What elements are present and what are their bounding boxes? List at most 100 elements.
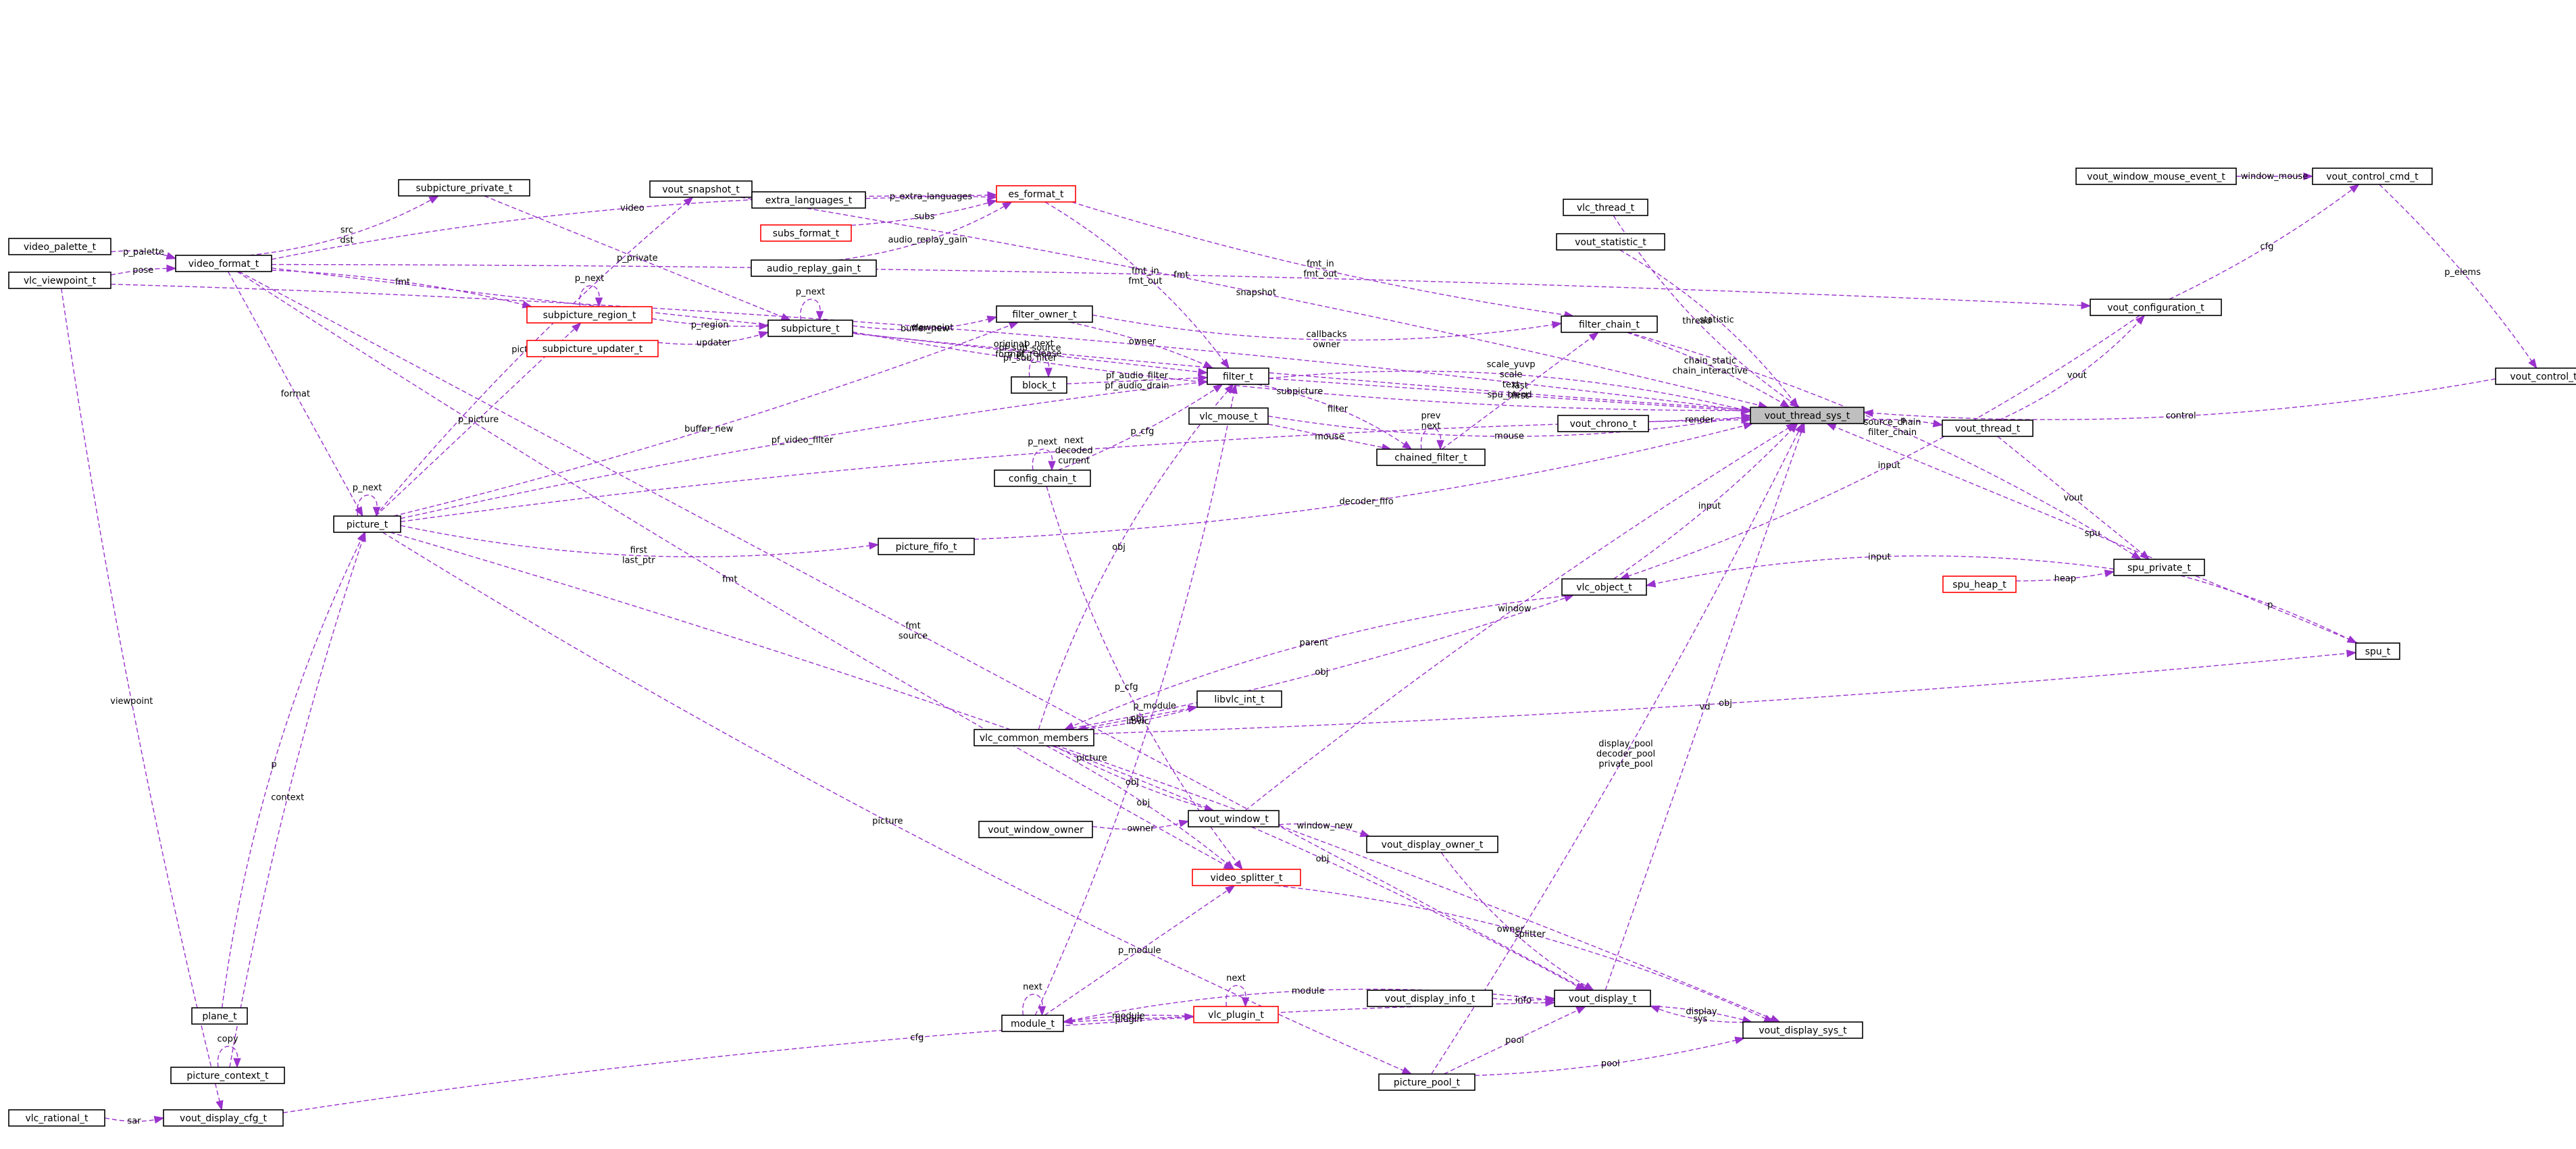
edge-line — [800, 299, 821, 321]
edge-subpicture-updater-t-to-subpicture-t — [657, 331, 769, 345]
node-vout-chrono-t[interactable]: vout_chrono_t — [1557, 415, 1649, 432]
node-video-format-t[interactable]: video_format_t — [175, 255, 272, 272]
node-spu-t[interactable]: spu_t — [2355, 642, 2400, 660]
edge-line — [2169, 188, 2353, 300]
node-filter-owner-t[interactable]: filter_owner_t — [996, 305, 1093, 323]
node-vout-snapshot-t[interactable]: vout_snapshot_t — [649, 180, 753, 198]
node-filter-t[interactable]: filter_t — [1207, 367, 1269, 385]
node-video-splitter-t[interactable]: video_splitter_t — [1192, 869, 1301, 886]
node-vout-configuration-t[interactable]: vout_configuration_t — [2090, 299, 2222, 316]
node-vout-statistic-t[interactable]: vout_statistic_t — [1556, 233, 1665, 251]
edge-line — [282, 1002, 1547, 1113]
edge-label: display — [1686, 1006, 1717, 1017]
edge-label: splitter — [1515, 929, 1546, 940]
node-label: plane_t — [202, 1011, 237, 1022]
edge-label: statistic — [1700, 315, 1734, 325]
node-vout-window-owner[interactable]: vout_window_owner — [978, 821, 1093, 838]
edge-label: format — [281, 389, 310, 399]
edge-label: p_next — [796, 287, 826, 297]
edge-filter-chain-t-to-spu-private-t — [1627, 332, 2142, 560]
node-vlc-rational-t[interactable]: vlc_rational_t — [8, 1109, 105, 1127]
node-label: filter_chain_t — [1579, 320, 1640, 330]
node-label: subpicture_private_t — [416, 183, 513, 194]
node-picture-pool-t[interactable]: picture_pool_t — [1378, 1073, 1475, 1091]
edge-line — [1064, 597, 1567, 730]
edge-vout-window-owner-to-vout-window-t — [1092, 819, 1190, 830]
node-vout-control-t[interactable]: vout_control_t — [2495, 367, 2576, 385]
node-video-palette-t[interactable]: video_palette_t — [8, 238, 111, 255]
node-spu-private-t[interactable]: spu_private_t — [2113, 559, 2205, 576]
edge-line — [657, 334, 761, 345]
node-vout-display-t[interactable]: vout_display_t — [1554, 990, 1651, 1007]
node-vlc-object-t[interactable]: vlc_object_t — [1561, 578, 1647, 596]
edge-line — [838, 205, 1005, 261]
node-audio-replay-gain-t[interactable]: audio_replay_gain_t — [751, 259, 877, 277]
node-label: vout_window_owner — [988, 825, 1084, 836]
edge-picture-pool-t-to-vout-display-sys-t — [1474, 1036, 1746, 1076]
edge-line — [1051, 745, 1578, 987]
node-extra-languages-t[interactable]: extra_languages_t — [751, 191, 866, 209]
edge-vout-thread-t-to-vout-configuration-t — [1998, 314, 2146, 421]
edge-arrowhead — [1789, 397, 1799, 409]
node-picture-t[interactable]: picture_t — [333, 515, 401, 533]
node-vlc-plugin-t[interactable]: vlc_plugin_t — [1193, 1006, 1279, 1023]
node-picture-context-t[interactable]: picture_context_t — [170, 1067, 285, 1084]
node-label: vout_display_cfg_t — [180, 1113, 267, 1124]
node-vout-control-cmd-t[interactable]: vout_control_cmd_t — [2312, 168, 2433, 185]
node-vlc-viewpoint-t[interactable]: vlc_viewpoint_t — [8, 272, 111, 289]
node-vlc-common-members[interactable]: vlc_common_members — [974, 729, 1094, 746]
edge-vlc-common-members-to-spu-t — [1093, 649, 2357, 734]
node-box — [1742, 1021, 1863, 1039]
edge-arrowhead — [1401, 1067, 1413, 1075]
edge-line — [374, 202, 687, 517]
edge-line — [1057, 388, 1216, 471]
edge-line — [249, 199, 432, 256]
node-subpicture-private-t[interactable]: subpicture_private_t — [398, 179, 530, 197]
edge-label: sys — [1693, 1015, 1707, 1025]
node-vout-thread-t[interactable]: vout_thread_t — [1942, 419, 2034, 437]
node-box — [1750, 407, 1865, 424]
edge-label: video — [620, 203, 645, 213]
node-subpicture-t[interactable]: subpicture_t — [767, 320, 853, 337]
node-vout-thread-sys-t[interactable]: vout_thread_sys_t — [1750, 407, 1865, 424]
edge-line — [1038, 390, 1229, 730]
node-subpicture-region-t[interactable]: subpicture_region_t — [526, 306, 653, 324]
edge-arrowhead — [1002, 201, 1013, 210]
node-block-t[interactable]: block_t — [1011, 376, 1067, 394]
edge-label: module — [1292, 986, 1325, 996]
node-es-format-t[interactable]: es_format_t — [996, 185, 1076, 203]
node-vout-window-t[interactable]: vout_window_t — [1188, 810, 1280, 827]
edge-arrowhead — [1575, 1006, 1587, 1014]
node-subs-format-t[interactable]: subs_format_t — [760, 224, 852, 242]
node-module-t[interactable]: module_t — [1001, 1015, 1064, 1032]
node-plane-t[interactable]: plane_t — [191, 1007, 248, 1025]
edge-picture-pool-t-to-vout-thread-sys-t — [1431, 422, 1803, 1075]
node-libvlc-int-t[interactable]: libvlc_int_t — [1196, 690, 1282, 708]
node-vlc-mouse-t[interactable]: vlc_mouse_t — [1188, 407, 1269, 425]
node-vout-display-owner-t[interactable]: vout_display_owner_t — [1366, 836, 1498, 853]
edge-label: fmt — [395, 277, 410, 287]
node-chained-filter-t[interactable]: chained_filter_t — [1376, 449, 1486, 466]
node-vlc-thread-t[interactable]: vlc_thread_t — [1563, 199, 1648, 216]
node-box — [1554, 990, 1651, 1007]
node-label: vlc_rational_t — [26, 1113, 89, 1124]
edge-vout-display-t-to-vout-display-sys-t — [1650, 1005, 1753, 1024]
node-spu-heap-t[interactable]: spu_heap_t — [1942, 576, 2017, 593]
node-config-chain-t[interactable]: config_chain_t — [994, 469, 1091, 487]
node-picture-fifo-t[interactable]: picture_fifo_t — [878, 538, 975, 555]
node-label: vlc_common_members — [980, 733, 1088, 744]
edge-arrowhead — [1044, 367, 1053, 378]
edge-line — [852, 332, 1200, 373]
node-vout-display-sys-t[interactable]: vout_display_sys_t — [1742, 1021, 1863, 1039]
node-subpicture-updater-t[interactable]: subpicture_updater_t — [526, 340, 659, 357]
edge-line — [1044, 890, 1228, 1016]
node-vout-window-mouse-event-t[interactable]: vout_window_mouse_event_t — [2075, 168, 2237, 185]
edge-line — [1834, 426, 2358, 644]
node-filter-chain-t[interactable]: filter_chain_t — [1561, 315, 1658, 333]
edge-line — [1278, 823, 1363, 834]
node-vout-display-cfg-t[interactable]: vout_display_cfg_t — [163, 1109, 284, 1127]
edge-arrowhead — [868, 542, 880, 550]
edge-line — [1063, 1016, 1186, 1023]
node-vout-display-info-t[interactable]: vout_display_info_t — [1367, 990, 1493, 1007]
